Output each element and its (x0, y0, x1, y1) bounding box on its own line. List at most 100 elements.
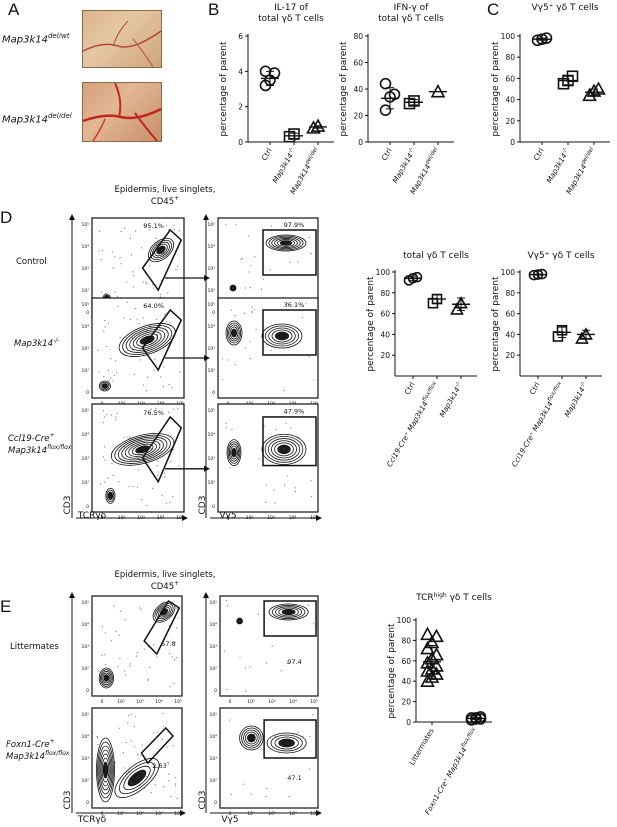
population-contour (226, 439, 242, 466)
event-dot (167, 763, 169, 765)
event-dot (155, 407, 157, 410)
data-point (379, 104, 392, 116)
y-tick-label: 0 (406, 718, 411, 727)
event-dot (170, 460, 172, 463)
event-dot (179, 371, 181, 373)
flow-y-tick-label: 0 (86, 504, 89, 510)
gate-percentage: 47.9% (284, 408, 305, 416)
population-contour (124, 440, 161, 459)
population-contour (132, 773, 142, 783)
population-contour (150, 239, 172, 261)
y-axis-label-cd3: CD3 (63, 791, 73, 810)
event-dot (227, 359, 229, 361)
panel-label-a: A (8, 0, 20, 19)
event-dot (226, 688, 228, 691)
event-dot (166, 320, 168, 323)
gate-header-e: Epidermis, live singlets, CD45+ (114, 570, 216, 592)
flow-x-tick-label: 10² (117, 699, 125, 705)
event-dot (138, 323, 140, 325)
event-dot (169, 322, 171, 324)
population-contour (101, 757, 110, 783)
flow-y-tick-label: 10⁴ (81, 734, 89, 740)
event-dot (265, 795, 267, 798)
population-contour (284, 610, 293, 614)
event-dot (169, 339, 172, 341)
event-dot (245, 347, 247, 349)
population-contour (118, 761, 156, 795)
flow-x-tick-label: 10⁴ (155, 811, 163, 817)
flow-y-tick-label: 10³ (207, 346, 215, 352)
event-dot (129, 663, 132, 665)
event-dot (156, 474, 159, 476)
event-dot (250, 265, 252, 267)
event-dot (134, 230, 137, 232)
event-dot (98, 250, 100, 252)
flow-y-tick-label: 10⁴ (81, 244, 89, 250)
flow-y-tick-label: 10⁵ (207, 302, 215, 308)
chart-title: total γδ T cells (403, 251, 469, 261)
flow-plot: 010²10³10⁴10⁵010²10³10⁴10⁵76.5% (81, 403, 185, 521)
event-dot (101, 249, 104, 252)
event-dot (117, 305, 119, 308)
population-contour (271, 604, 306, 620)
event-dot (101, 626, 104, 628)
flow-x-tick-label: 10⁴ (289, 811, 297, 817)
event-dot (127, 770, 130, 772)
y-tick-label: 80 (505, 289, 515, 298)
y-tick-label: 20 (353, 112, 363, 121)
event-dot (135, 307, 137, 310)
population-contour (268, 235, 304, 251)
population-contour (227, 441, 241, 464)
population-contour (261, 433, 307, 465)
flow-x-tick-label: 0 (101, 811, 104, 817)
event-dot (150, 408, 152, 410)
flow-x-tick-label: 10³ (268, 699, 276, 705)
flow-y-tick-label: 10³ (81, 346, 89, 352)
population-contour (108, 493, 112, 499)
vessel-drawing-delwt (82, 20, 162, 68)
population-contour (266, 732, 307, 754)
population-contour (129, 329, 166, 351)
flow-y-tick-label: 10⁵ (209, 712, 217, 718)
event-dot (152, 287, 154, 289)
gate-arrow-head (204, 465, 210, 472)
y-axis-label: percentage of parent (339, 41, 349, 137)
event-dot (156, 656, 158, 658)
flow-y-tick-label: 10² (81, 778, 89, 784)
y-tick-label: 20 (401, 698, 411, 707)
event-dot (235, 223, 237, 225)
event-dot (167, 292, 169, 294)
event-dot (98, 670, 100, 672)
event-dot (253, 308, 256, 311)
event-dot (285, 422, 287, 424)
gate (141, 308, 183, 372)
population-contour (100, 753, 111, 787)
event-dot (129, 237, 132, 239)
event-dot (165, 502, 167, 505)
photo-label-deldel: Map3k14del/del (2, 112, 72, 126)
event-dot (228, 719, 231, 721)
population-contour (114, 434, 171, 464)
event-dot (98, 230, 101, 232)
population-contour (282, 241, 290, 245)
event-dot (106, 413, 108, 416)
data-point (429, 628, 444, 643)
event-dot (312, 714, 314, 716)
flow-x-tick-label: 10³ (136, 811, 144, 817)
event-dot (146, 504, 148, 507)
event-dot (129, 319, 132, 321)
flow-y-tick-label: 0 (86, 688, 89, 694)
event-dot (152, 487, 154, 490)
flow-x-tick-label: 10² (247, 811, 255, 817)
x-axis-arrow-head (182, 515, 188, 521)
event-dot (178, 230, 180, 232)
gate-percentage: 97.4 (287, 658, 301, 666)
population-contour (101, 670, 112, 686)
flow-x-tick-label: 10² (247, 699, 255, 705)
event-dot (176, 607, 178, 610)
x-axis-label-tcrgd: TCRγδ (77, 815, 107, 825)
event-dot (173, 228, 175, 231)
event-dot (136, 318, 138, 320)
flow-y-tick-label: 10⁵ (81, 302, 89, 308)
